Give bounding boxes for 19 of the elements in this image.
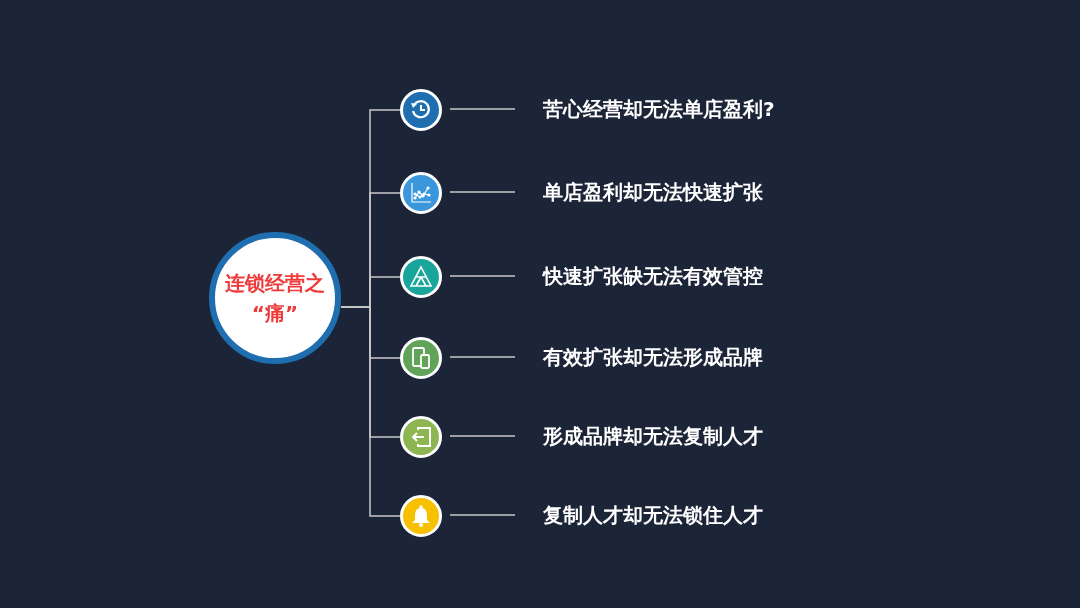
icon-circle (400, 89, 442, 131)
icon-circle (400, 256, 442, 298)
connector-line (449, 275, 516, 277)
icon-circle (400, 337, 442, 379)
connector-line (449, 514, 516, 516)
pain-point-text: 快速扩张缺无法有效管控 (543, 262, 763, 290)
pain-point-text: 复制人才却无法锁住人才 (543, 501, 763, 529)
pain-point-text: 苦心经营却无法单店盈利? (543, 95, 775, 123)
icon-circle (400, 416, 442, 458)
connector-line (449, 108, 516, 110)
pain-point-text: 有效扩张却无法形成品牌 (543, 343, 763, 371)
pain-point-text: 单店盈利却无法快速扩张 (543, 178, 763, 206)
connector-line (449, 356, 516, 358)
connector-line (449, 191, 516, 193)
icon-circle (400, 495, 442, 537)
connector-line (449, 435, 516, 437)
icon-circle (400, 172, 442, 214)
title-text: 连锁经营之“痛” (224, 270, 326, 327)
pain-point-text: 形成品牌却无法复制人才 (543, 422, 763, 450)
